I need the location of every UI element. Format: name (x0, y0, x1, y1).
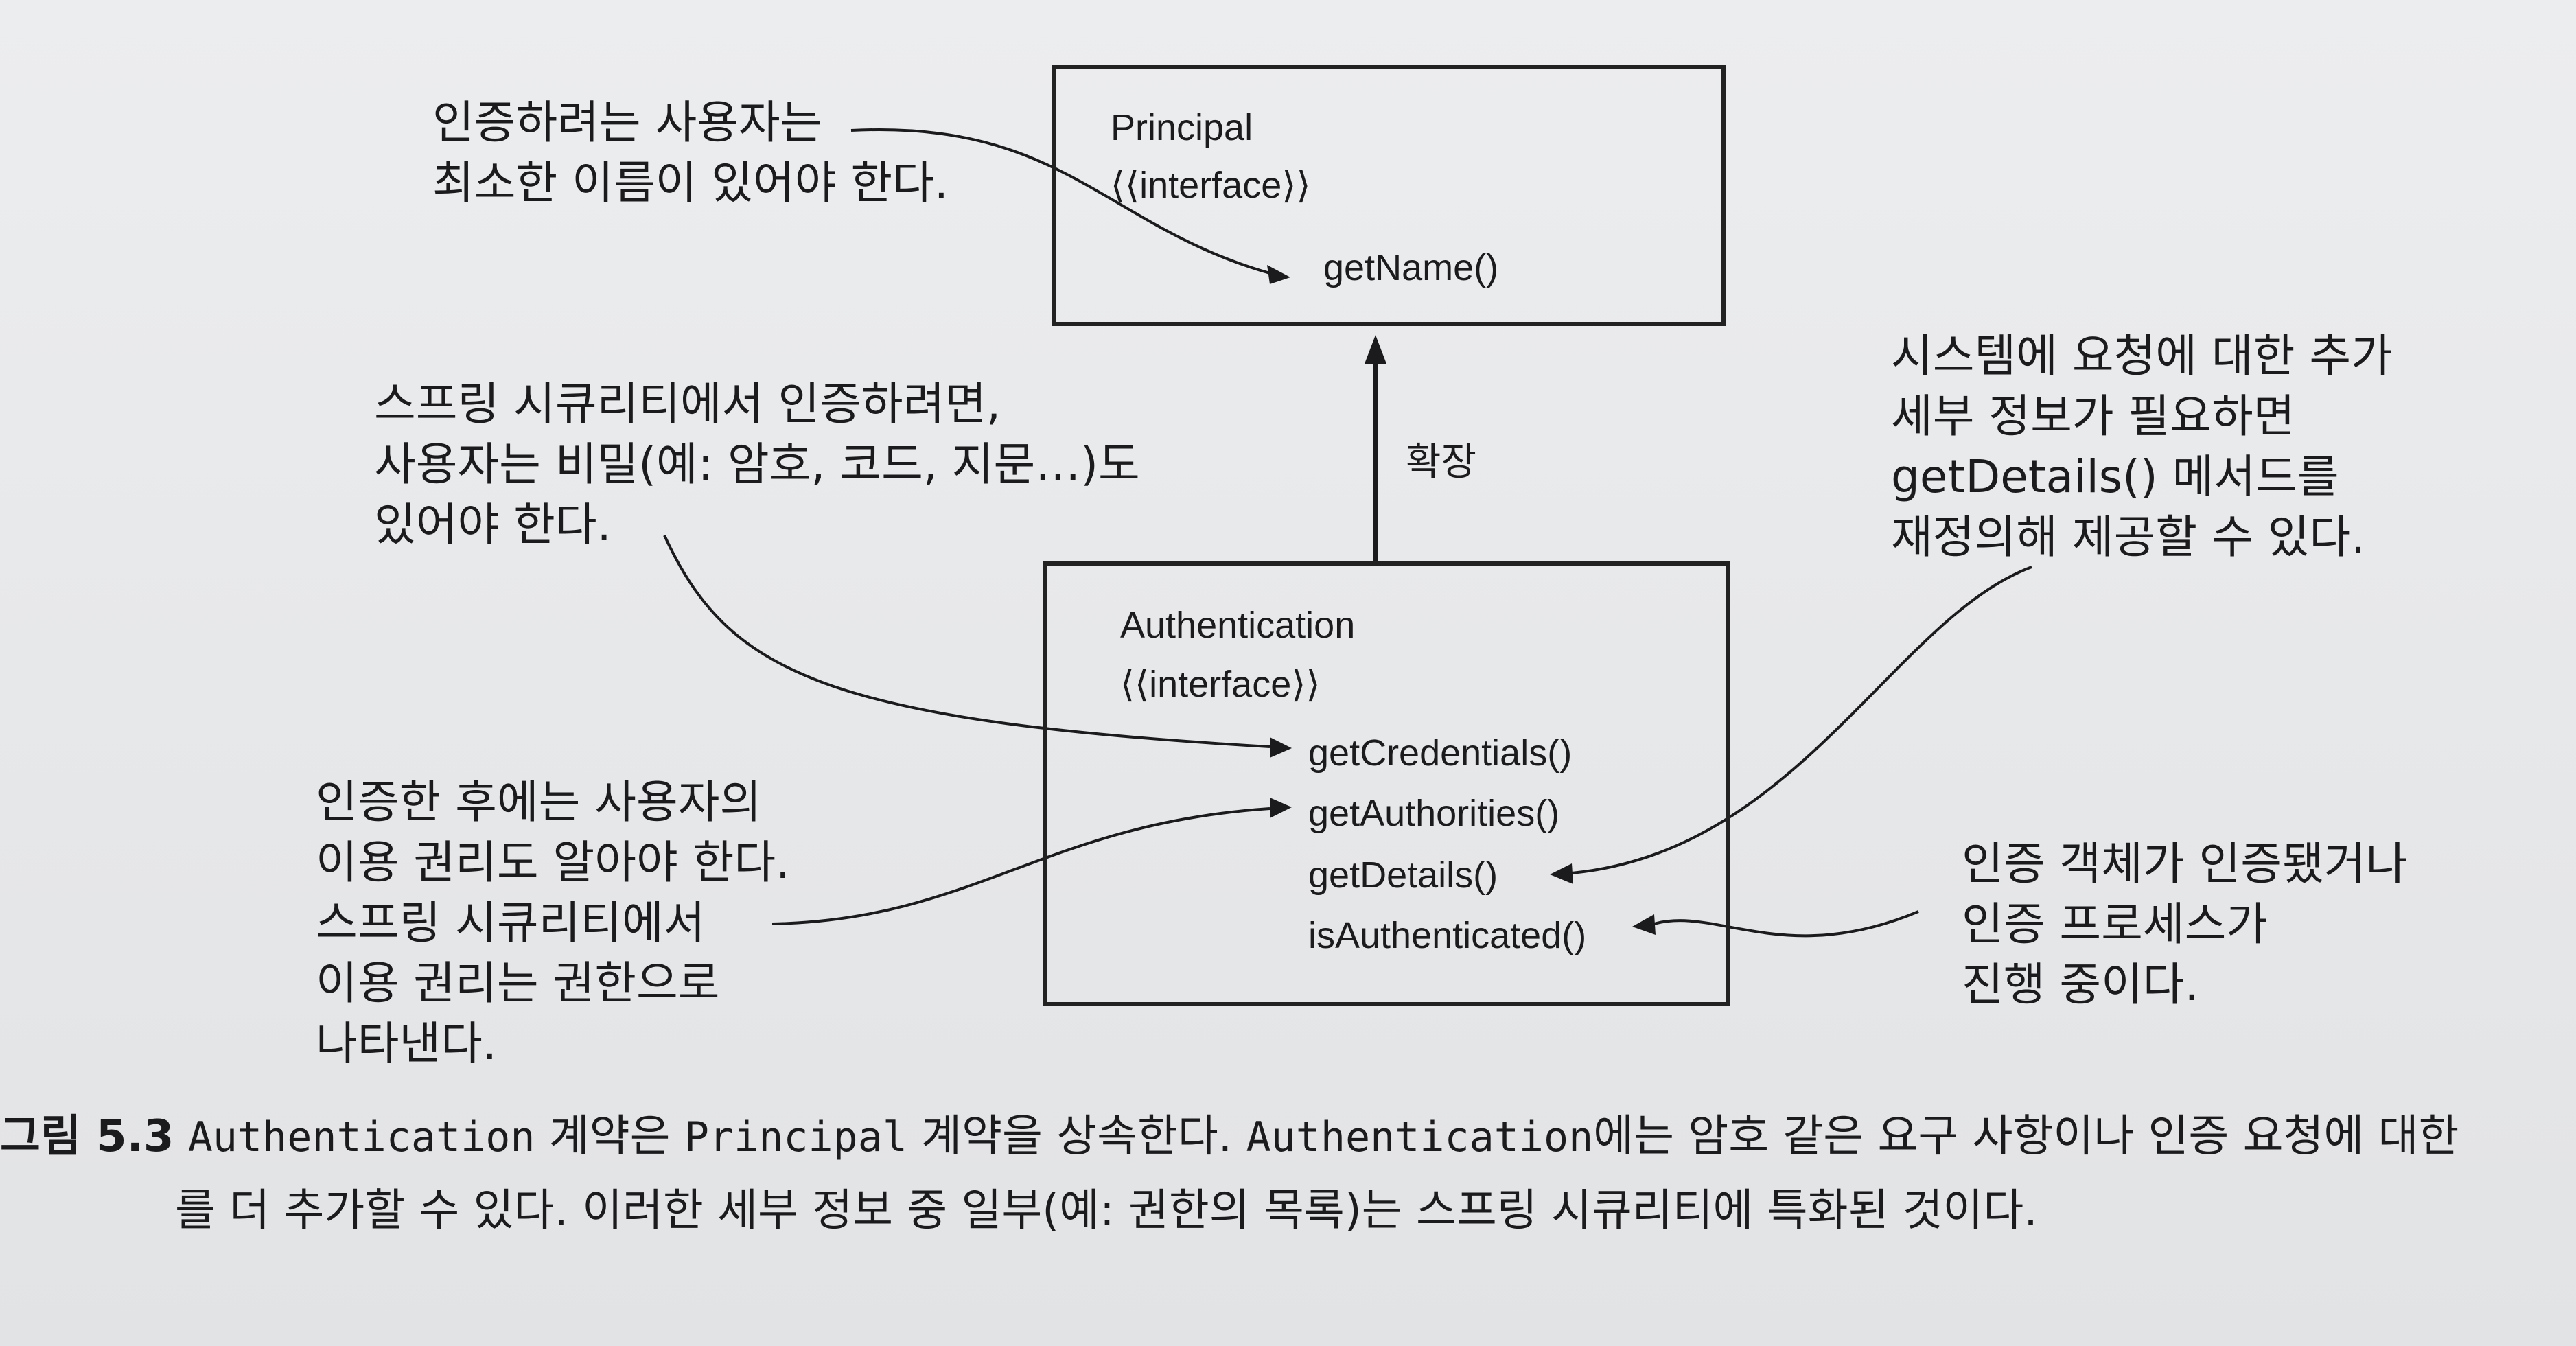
authentication-stereotype: ⟨⟨interface⟩⟩ (1120, 664, 1321, 705)
note-line: 세부 정보가 필요하면 (1891, 390, 2295, 443)
connector-details-arrowhead (1550, 863, 1573, 884)
principal-name: Principal (1111, 107, 1253, 148)
note-line: 이용 권리도 알아야 한다. (316, 836, 791, 889)
note-line: 스프링 시큐리티에서 (316, 896, 706, 949)
note-line: 인증 객체가 인증됐거나 (1962, 837, 2408, 890)
extends-arrowhead (1365, 335, 1386, 364)
caption-code: Authentication (187, 1113, 535, 1161)
note-line: 최소한 이름이 있어야 한다. (432, 156, 949, 209)
note-line: 스프링 시큐리티에서 인증하려면, (374, 378, 1001, 430)
connector-authenticated-arrowhead (1632, 914, 1656, 935)
note-line: 이용 권리는 권한으로 (316, 957, 720, 1010)
caption-line-1: 그림 5.3 Authentication 계약은 Principal 계약을 … (0, 1111, 2459, 1162)
connector-credentials (663, 535, 1270, 748)
note-line: 인증한 후에는 사용자의 (316, 776, 762, 828)
connector-authenticated (1653, 910, 1919, 938)
note-name: 인증하려는 사용자는 최소한 이름이 있어야 한다. (432, 93, 949, 213)
caption-code: Authentication (1246, 1113, 1594, 1161)
connector-credentials-arrowhead (1270, 737, 1292, 758)
note-line: 인증 프로세스가 (1962, 898, 2268, 951)
note-line: 진행 중이다. (1962, 958, 2199, 1011)
note-line: 사용자는 비밀(예: 암호, 코드, 지문…)도 (374, 438, 1140, 491)
note-line: getDetails() 메서드를 (1891, 450, 2339, 503)
note-credentials: 스프링 시큐리티에서 인증하려면, 사용자는 비밀(예: 암호, 코드, 지문…… (374, 374, 1140, 555)
caption-code: Principal (684, 1113, 907, 1161)
principal-stereotype: ⟨⟨interface⟩⟩ (1111, 165, 1311, 206)
note-line: 인증하려는 사용자는 (432, 96, 822, 149)
connector-details (1571, 566, 2032, 874)
method-is-authenticated: isAuthenticated() (1308, 915, 1587, 956)
note-line: 나타낸다. (316, 1017, 497, 1070)
note-details: 시스템에 요청에 대한 추가 세부 정보가 필요하면 getDetails() … (1891, 326, 2393, 568)
authentication-name: Authentication (1120, 605, 1356, 646)
method-get-credentials: getCredentials() (1308, 732, 1573, 774)
method-get-authorities: getAuthorities() (1308, 793, 1560, 834)
connector-authorities (771, 807, 1270, 925)
connector-authorities-arrowhead (1270, 798, 1292, 818)
note-line: 재정의해 제공할 수 있다. (1891, 511, 2366, 564)
principal-interface-box: Principal ⟨⟨interface⟩⟩ getName() (1052, 65, 1726, 326)
extends-label: 확장 (1406, 440, 1477, 485)
note-authenticated: 인증 객체가 인증됐거나 인증 프로세스가 진행 중이다. (1962, 834, 2407, 1015)
connector-name-arrowhead (1267, 265, 1290, 284)
note-line: 있어야 한다. (374, 498, 612, 551)
figure-label: 그림 5.3 (0, 1111, 174, 1162)
note-authorities: 인증한 후에는 사용자의 이용 권리도 알아야 한다. 스프링 시큐리티에서 이… (316, 772, 790, 1074)
method-get-details: getDetails() (1308, 855, 1498, 896)
authentication-interface-box: Authentication ⟨⟨interface⟩⟩ getCredenti… (1043, 561, 1730, 1006)
method-get-name: getName() (1323, 247, 1499, 288)
connector-name (850, 128, 1270, 275)
note-line: 시스템에 요청에 대한 추가 (1891, 329, 2393, 382)
caption-line-2: 를 더 추가할 수 있다. 이러한 세부 정보 중 일부(예: 권한의 목록)는… (175, 1185, 2038, 1236)
